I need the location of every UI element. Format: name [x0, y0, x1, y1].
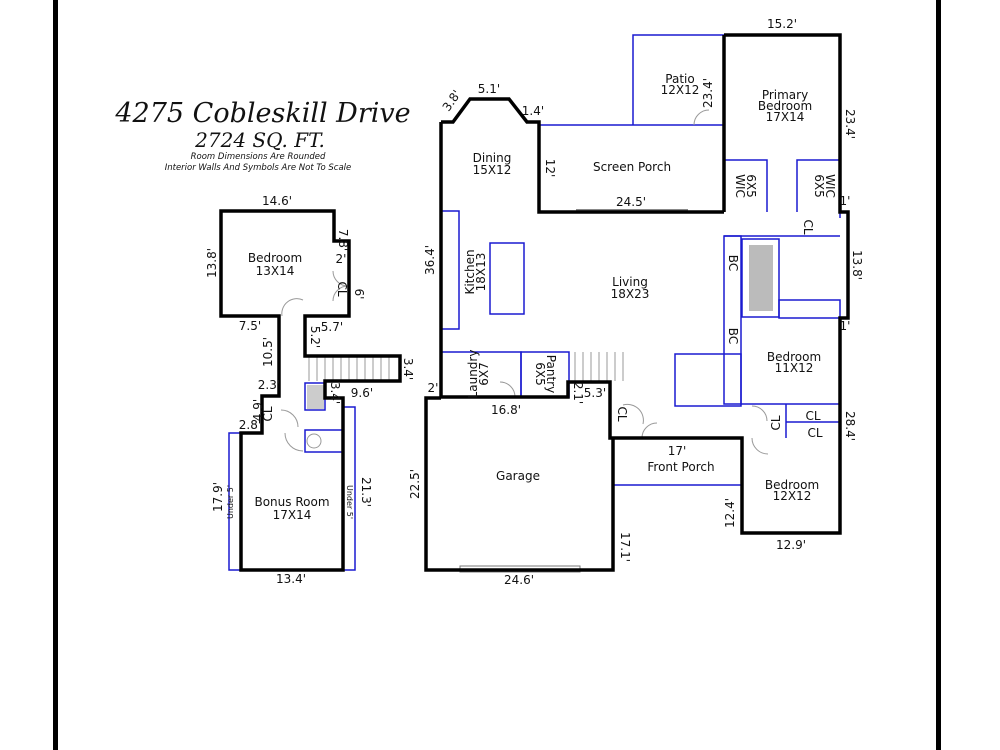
dim: 10.5' — [261, 337, 275, 367]
room-labels: Bedroom 13X14 Bonus Room 17X14 Under 5' … — [226, 72, 837, 522]
room-living-name: Living — [612, 275, 648, 289]
dim: 14.6' — [262, 194, 292, 208]
room-laundry-name: Laundry — [466, 350, 480, 399]
dim: 5.3' — [584, 386, 606, 400]
cl-bedroom2: CL — [805, 409, 820, 423]
dim: 2' — [336, 252, 347, 266]
room-primary-name2: Bedroom — [758, 99, 812, 113]
dim: 4.9' — [251, 399, 265, 421]
room-pantry-name: Pantry — [544, 355, 558, 393]
room-wic1-size: 6X5 — [744, 174, 758, 198]
dim: 24.6' — [504, 573, 534, 587]
room-dining-size: 15X12 — [473, 163, 512, 177]
room-patio-size: 12X12 — [661, 83, 700, 97]
room-bedroom3-size: 12X12 — [773, 489, 812, 503]
cl-hall: CL — [769, 415, 783, 430]
dim: 12' — [543, 159, 557, 178]
room-kitchen-name: Kitchen — [463, 249, 477, 294]
dim: 13.8' — [850, 250, 864, 280]
cl-bedroom3: CL — [807, 426, 822, 440]
right-border — [936, 0, 941, 750]
cl-entry: CL — [615, 406, 629, 421]
dim: 2.1' — [571, 382, 585, 404]
cl-upper-2: CL — [261, 406, 275, 421]
room-bedroom2-name: Bedroom — [767, 350, 821, 364]
room-wic2-size: 6X5 — [812, 174, 826, 198]
dim: 1' — [840, 319, 851, 333]
dim: 28.4' — [843, 411, 857, 441]
sqft-title: 2724 SQ. FT. — [194, 128, 325, 152]
dim: 1' — [840, 194, 851, 208]
dim: 23.4' — [843, 109, 857, 139]
left-border — [53, 0, 58, 750]
under5-left: Under 5' — [226, 485, 235, 519]
dim: 1.4' — [522, 104, 544, 118]
dim: 6' — [352, 289, 366, 300]
room-front-porch: Front Porch — [647, 460, 714, 474]
room-living-size: 18X23 — [611, 287, 650, 301]
dim: 13.4' — [276, 572, 306, 586]
dim: 5.2' — [308, 326, 322, 348]
bc-2: BC — [726, 328, 740, 344]
dim: 2.3' — [258, 378, 280, 392]
bc-1: BC — [726, 255, 740, 271]
dim: 2.8' — [239, 418, 261, 432]
room-laundry-size: 6X7 — [477, 362, 491, 386]
room-pantry-size: 6X5 — [533, 362, 547, 386]
dim: 3.4' — [401, 358, 415, 380]
dim: 12.9' — [776, 538, 806, 552]
address-title: 4275 Cobleskill Drive — [114, 98, 410, 129]
dim: 17.9' — [211, 482, 225, 512]
dim: 12.4' — [723, 498, 737, 528]
dim: 9.6' — [351, 386, 373, 400]
dim: 21.3' — [359, 477, 373, 507]
cl-primary: CL — [801, 219, 815, 234]
dim: 36.4' — [423, 245, 437, 275]
dim: 5.7' — [321, 320, 343, 334]
room-garage: Garage — [496, 469, 540, 483]
dimension-labels: 14.6' 13.8' 7.8' 2' 6' 7.5' 5.7' 5.2' 10… — [205, 17, 864, 587]
room-wic2-name: WIC — [823, 174, 837, 198]
room-bedroom3-name: Bedroom — [765, 478, 819, 492]
dim: 7.8' — [336, 229, 350, 251]
room-primary-name1: Primary — [762, 88, 808, 102]
note-rounded: Room Dimensions Are Rounded — [191, 152, 326, 162]
room-upper-bedroom-name: Bedroom — [248, 251, 302, 265]
dim: 15.2' — [767, 17, 797, 31]
dim: 16.8' — [491, 403, 521, 417]
under5-right: Under 5' — [345, 485, 354, 519]
note-scale: Interior Walls And Symbols Are Not To Sc… — [165, 163, 352, 173]
room-bedroom2-size: 11X12 — [775, 361, 814, 375]
dim: 17' — [668, 444, 687, 458]
room-primary-size: 17X14 — [766, 110, 805, 124]
room-wic1-name: WIC — [733, 174, 747, 198]
room-upper-bedroom-size: 13X14 — [256, 264, 295, 278]
dim: 22.5' — [408, 469, 422, 499]
room-bonus-size: 17X14 — [273, 508, 312, 522]
room-kitchen-size: 18X13 — [474, 253, 488, 292]
main-floor — [424, 33, 850, 573]
room-dining-name: Dining — [473, 151, 512, 165]
dim: 24.5' — [616, 195, 646, 209]
room-patio-name: Patio — [665, 72, 694, 86]
cl-upper-1: CL — [335, 281, 349, 296]
room-bonus-name: Bonus Room — [254, 495, 329, 509]
upper-floor — [219, 209, 402, 572]
dim: 7.5' — [239, 319, 261, 333]
dim: 17.1' — [618, 532, 632, 562]
dim: 13.8' — [205, 248, 219, 278]
dim: 23.4' — [701, 78, 715, 108]
dim: 2' — [428, 381, 439, 395]
dim: 3.4' — [328, 382, 342, 404]
dim: 5.1' — [478, 82, 500, 96]
room-screen-porch: Screen Porch — [593, 160, 671, 174]
